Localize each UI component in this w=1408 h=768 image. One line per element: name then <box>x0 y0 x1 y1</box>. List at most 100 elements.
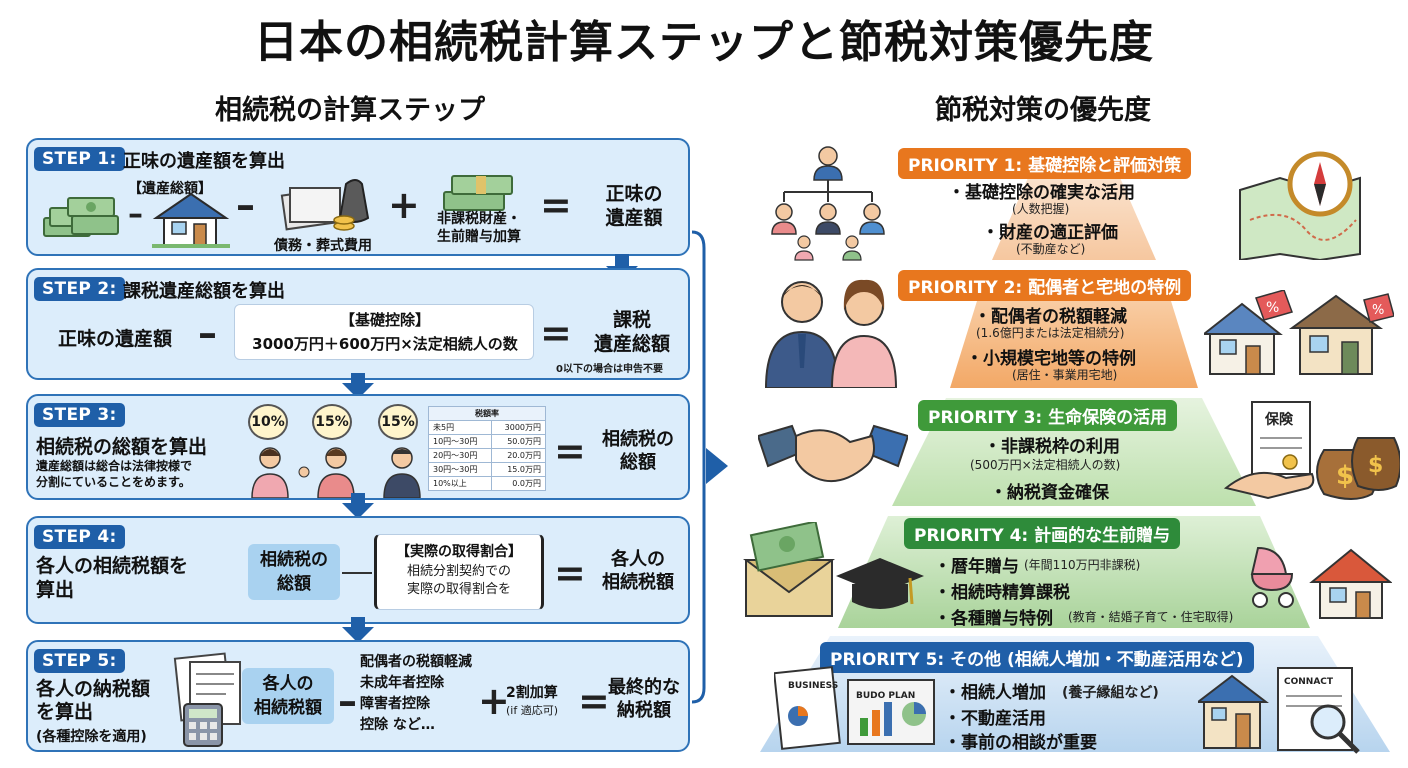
priority-5-label: PRIORITY 5: その他 (相続人増加・不動産活用など) <box>820 642 1254 673</box>
business-documents-icon: BUSINESS BUDO PLAN <box>774 666 935 750</box>
step-2-result: 課税 遺産総額 <box>593 309 670 355</box>
tier-1 <box>992 164 1156 260</box>
priority-1-note: (不動産など) <box>1016 242 1086 256</box>
step-5-heading: 各人の納税額 を算出 <box>36 678 151 723</box>
percent-tag: % <box>1266 300 1279 316</box>
priority-4-item: ・暦年贈与 <box>934 557 1019 577</box>
priority-5-item: ・不動産活用 <box>944 709 1046 729</box>
acquisition-ratio-box: 【実際の取得割合】 相続分割契約での 実際の取得割合を <box>374 534 544 610</box>
step-2-label: STEP 2: <box>34 277 125 301</box>
addition-note: (if 適応可) <box>506 704 559 717</box>
basic-deduction-formula: 3000万円＋600万円×法定相続人の数 <box>252 335 518 353</box>
minus-symbol: – <box>338 679 357 723</box>
percent-tag: % <box>1372 303 1384 318</box>
insurance-text: 保険 <box>1264 411 1294 428</box>
step-1-box: STEP 1: 正味の遺産額を算出 【遺産総額】 – – 債務・葬式費用 + 非… <box>26 138 690 256</box>
acquisition-ratio-body: 相続分割契約での 実際の取得割合を <box>406 564 511 597</box>
map-compass-icon <box>1239 151 1361 260</box>
table-cell: 50.0万円 <box>491 434 546 449</box>
documents-coins-icon <box>280 179 370 231</box>
exempt-label: 非課税財産・ 生前贈与加算 <box>437 211 521 245</box>
table-cell: 10%以上 <box>427 476 493 491</box>
main-title: 日本の相続税計算ステップと節税対策優先度 <box>254 17 1154 68</box>
priority-4-label: PRIORITY 4: 計画的な生前贈与 <box>904 518 1181 549</box>
priority-4-item: ・各種贈与特例 <box>934 609 1053 629</box>
priority-2-item: ・小規模宅地等の特例 <box>966 349 1136 369</box>
step-2-note: 0以下の場合は申告不要 <box>556 364 663 375</box>
step-4-result: 各人の 相続税額 <box>602 549 674 593</box>
step-2-box: STEP 2: 課税遺産総額を算出 正味の遺産額 – 【基礎控除】 3000万円… <box>26 268 690 380</box>
equals-symbol: = <box>554 429 586 473</box>
step-4-heading: 各人の相続税額を 算出 <box>36 555 189 601</box>
step-5-result: 最終的な 納税額 <box>608 677 680 721</box>
minus-symbol: – <box>128 197 143 232</box>
debts-label: 債務・葬式費用 <box>274 238 372 254</box>
step-5-box: STEP 5: 各人の納税額 を算出 (各種控除を適用) 各人の 相続税額 – … <box>26 640 690 752</box>
priority-4-note: (教育・結婚子育て・住宅取得) <box>1068 610 1234 624</box>
envelope-graduation-icon <box>742 522 924 617</box>
priority-2-note: (1.6億円または法定相続分) <box>976 326 1125 340</box>
priority-3-item: ・納税資金確保 <box>990 483 1109 503</box>
connector-line <box>342 572 372 574</box>
total-tax-term: 相続税の 総額 <box>248 544 340 600</box>
priority-5-item: ・相続人増加 <box>944 683 1046 703</box>
step-3-box: STEP 3: 相続税の総額を算出 遺産総額は総合は法律按様で 分割にていること… <box>26 394 690 500</box>
house-contract-icon: CONNACT <box>1198 667 1360 754</box>
priority-1-label: PRIORITY 1: 基礎控除と評価対策 <box>898 148 1192 179</box>
equals-symbol: = <box>578 679 610 723</box>
step-5-label: STEP 5: <box>34 649 125 673</box>
table-cell: 20.0万円 <box>491 448 546 463</box>
priority-3-item: ・非課税枠の利用 <box>984 437 1120 457</box>
step-3-heading: 相続税の総額を算出 <box>36 436 208 458</box>
plus-symbol: + <box>478 679 510 723</box>
priority-3-note: (500万円×法定相続人の数) <box>970 458 1121 472</box>
stroller-house-icon <box>1250 546 1392 619</box>
table-cell: 3000万円 <box>491 420 546 435</box>
priority-1-item: ・財産の適正評価 <box>982 223 1118 243</box>
down-arrow-icon <box>342 493 374 519</box>
flow-bracket <box>691 230 728 704</box>
priority-1-note: (人数把握) <box>1012 202 1070 216</box>
priority-2-label: PRIORITY 2: 配偶者と宅地の特例 <box>898 270 1192 301</box>
house-icon <box>152 192 230 248</box>
table-cell: 30円〜30円 <box>427 462 493 477</box>
step-2-heading: 課税遺産総額を算出 <box>123 281 285 302</box>
money-stack-icon <box>43 197 119 237</box>
step-1-label: STEP 1: <box>34 147 125 171</box>
basic-deduction-box: 【基礎控除】 3000万円＋600万円×法定相続人の数 <box>234 304 534 360</box>
priority-2-note: (居住・事業用宅地) <box>1012 368 1118 382</box>
step-3-desc: 遺産総額は総合は法律按様で 分割にていることをめます。 <box>36 459 193 489</box>
left-heading: 相続税の計算ステップ <box>215 95 485 126</box>
calculator-documents-icon <box>173 652 241 747</box>
addition-label: 2割加算 <box>506 685 558 701</box>
down-arrow-icon <box>342 373 374 399</box>
share-bubble: 15% <box>312 404 352 440</box>
houses-discount-icon: % % <box>1204 290 1394 375</box>
priority-4-item: ・相続時精算課税 <box>934 583 1070 603</box>
step-4-box: STEP 4: 各人の相続税額を 算出 相続税の 総額 【実際の取得割合】 相続… <box>26 516 690 624</box>
equals-symbol: = <box>554 551 586 595</box>
step-1-result: 正味の 遺産額 <box>605 183 663 229</box>
right-heading: 節税対策の優先度 <box>935 95 1151 126</box>
tax-table-title: 税額率 <box>428 406 546 421</box>
step-2-left-term: 正味の遺産額 <box>58 328 173 350</box>
board-text: BUDO PLAN <box>856 691 915 701</box>
deductions-list: 配偶者の税額軽減 未成年者控除 障害者控除 控除 など… <box>360 654 472 733</box>
heirs-people-icon <box>251 447 421 498</box>
equals-symbol: = <box>540 311 572 355</box>
plus-symbol: + <box>388 183 420 227</box>
minus-symbol: – <box>236 183 255 227</box>
share-bubble: 15% <box>378 404 418 440</box>
share-bubble: 10% <box>248 404 288 440</box>
table-cell: 20円〜30円 <box>427 448 493 463</box>
priority-5-item: ・事前の相談が重要 <box>944 733 1097 753</box>
couple-icon <box>764 279 898 388</box>
tier-2 <box>950 272 1198 388</box>
family-tree-icon <box>771 146 885 261</box>
